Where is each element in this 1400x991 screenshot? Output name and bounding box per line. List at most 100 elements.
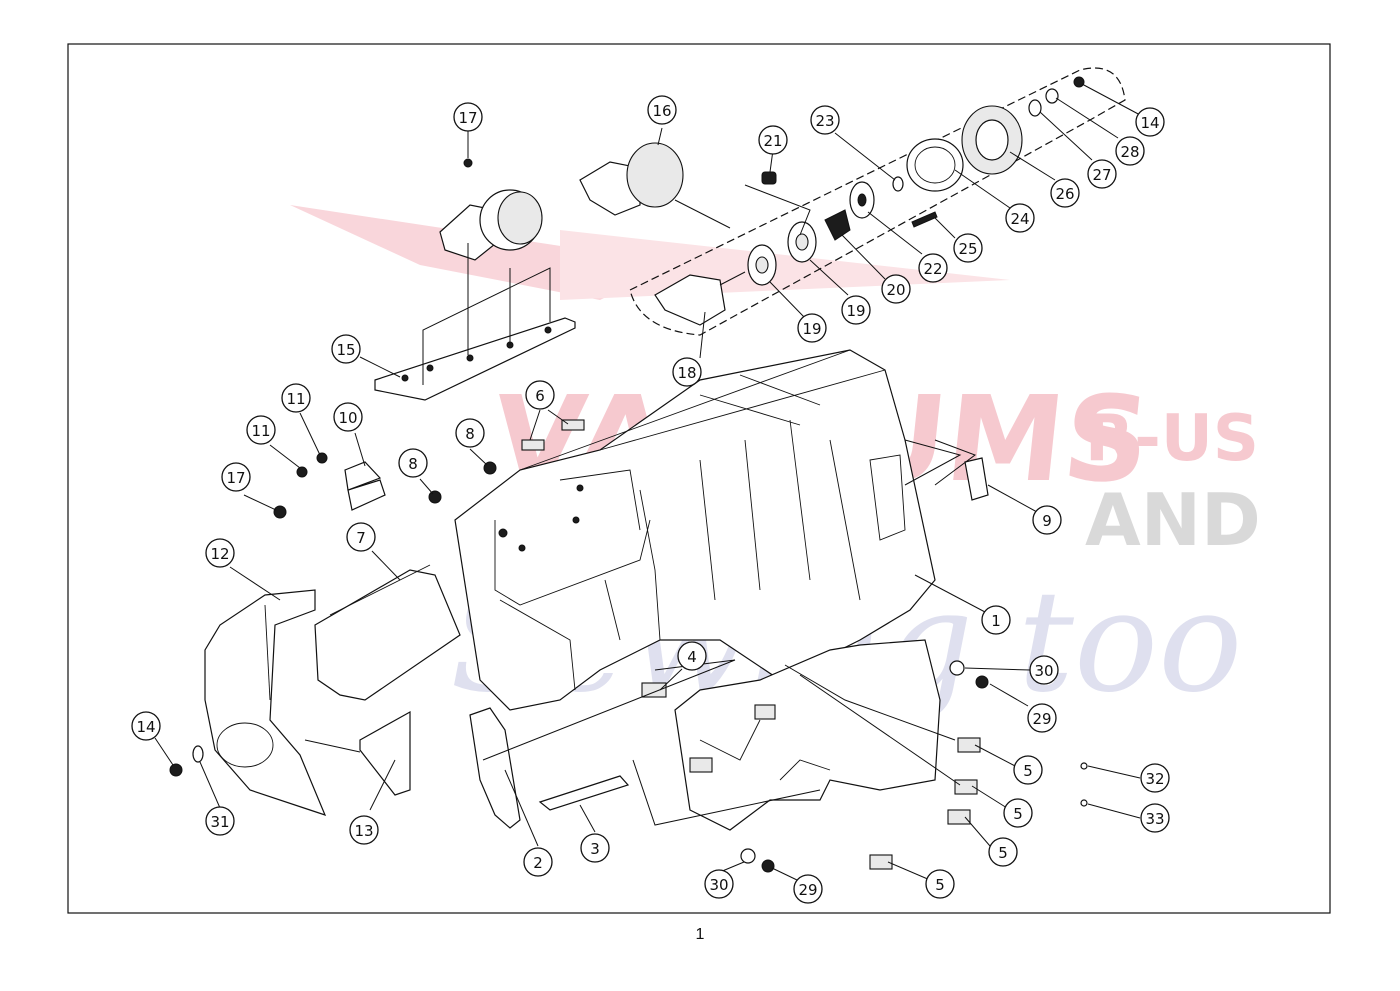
callout-9: 9 — [1032, 505, 1062, 535]
side-bracket-part — [469, 707, 521, 829]
callout-circle — [1050, 178, 1080, 208]
clip-part-4 — [641, 682, 667, 698]
washer-part-30a — [949, 660, 965, 676]
latch-part — [964, 457, 989, 501]
callout-4: 4 — [677, 641, 707, 671]
washer-part-31 — [192, 745, 204, 763]
callout-labels: 1234555567889101111121314141516171718191… — [131, 95, 1170, 904]
callout-12: 12 — [205, 538, 235, 568]
callout-25: 25 — [953, 233, 983, 263]
callout-number: 19 — [846, 302, 865, 320]
callout-number: 4 — [687, 648, 697, 666]
callout-circle — [453, 102, 483, 132]
callout-number: 8 — [408, 455, 418, 473]
side-cover-part — [204, 589, 327, 816]
callout-circle — [205, 538, 235, 568]
callout-circle — [810, 105, 840, 135]
callout-28: 28 — [1115, 136, 1145, 166]
callout-8: 8 — [398, 448, 428, 478]
callout-5: 5 — [925, 869, 955, 899]
callout-23: 23 — [810, 105, 840, 135]
screw-part-29b — [761, 859, 775, 873]
callout-17: 17 — [453, 102, 483, 132]
pin-part — [911, 211, 938, 228]
callout-circle — [346, 522, 376, 552]
callout-19: 19 — [841, 295, 871, 325]
callout-number: 32 — [1145, 770, 1164, 788]
callout-33: 33 — [1140, 803, 1170, 833]
callout-circle — [1140, 803, 1170, 833]
callout-circle — [331, 334, 361, 364]
callout-number: 33 — [1145, 810, 1164, 828]
callout-number: 16 — [652, 102, 671, 120]
screw-part-11b — [296, 466, 308, 478]
callout-circle — [221, 462, 251, 492]
callout-circle — [1027, 703, 1057, 733]
watermark-brand-line-2a: R-US — [1085, 402, 1259, 476]
callout-27: 27 — [1087, 159, 1117, 189]
callout-10: 10 — [333, 402, 363, 432]
clip-part-5d — [869, 854, 893, 870]
callout-number: 8 — [465, 425, 475, 443]
callout-16: 16 — [647, 95, 677, 125]
watermark-brand-line-2b: AND — [1085, 478, 1261, 562]
callout-number: 5 — [998, 844, 1008, 862]
clip-part-6b — [561, 419, 585, 431]
callout-14: 14 — [1135, 107, 1165, 137]
filter-pad-part — [314, 564, 461, 701]
cone-part — [824, 209, 851, 241]
callout-30: 30 — [704, 869, 734, 899]
callout-29: 29 — [793, 874, 823, 904]
callout-circle — [981, 605, 1011, 635]
small-plate-part — [359, 710, 411, 796]
page-number: 1 — [695, 926, 705, 943]
callout-19: 19 — [797, 313, 827, 343]
callout-number: 6 — [535, 387, 545, 405]
callout-1: 1 — [981, 605, 1011, 635]
callout-7: 7 — [346, 522, 376, 552]
callout-circle — [525, 380, 555, 410]
callout-30: 30 — [1029, 655, 1059, 685]
callout-2: 2 — [523, 847, 553, 877]
clip-part-5a — [957, 737, 981, 753]
callout-14: 14 — [131, 711, 161, 741]
screw-part-29a — [975, 675, 989, 689]
callout-circle — [647, 95, 677, 125]
callout-number: 18 — [677, 364, 696, 382]
callout-circle — [131, 711, 161, 741]
callout-circle — [672, 357, 702, 387]
callout-number: 12 — [210, 545, 229, 563]
callout-number: 7 — [356, 529, 366, 547]
callout-circle — [841, 295, 871, 325]
callout-18: 18 — [672, 357, 702, 387]
callout-number: 29 — [798, 881, 817, 899]
callout-13: 13 — [349, 815, 379, 845]
callout-6: 6 — [525, 380, 555, 410]
callout-circle — [580, 833, 610, 863]
callout-8: 8 — [455, 418, 485, 448]
spacer-part — [1028, 99, 1042, 117]
callout-circle — [925, 869, 955, 899]
callout-circle — [455, 418, 485, 448]
gear-bracket-part — [654, 274, 726, 326]
callout-circle — [797, 313, 827, 343]
callout-26: 26 — [1050, 178, 1080, 208]
diagram-frame — [67, 43, 1331, 914]
callout-number: 24 — [1010, 210, 1029, 228]
callout-number: 10 — [338, 409, 357, 427]
mount-bracket-part — [347, 479, 386, 511]
base-plate-part — [674, 639, 941, 831]
rail-part — [538, 775, 630, 811]
callout-circle — [677, 641, 707, 671]
screw-part-11a — [316, 452, 328, 464]
callout-circle — [1140, 763, 1170, 793]
callout-circle — [1029, 655, 1059, 685]
callout-circle — [1087, 159, 1117, 189]
callout-circle — [1003, 798, 1033, 828]
callout-circle — [704, 869, 734, 899]
callout-number: 13 — [354, 822, 373, 840]
callout-17: 17 — [221, 462, 251, 492]
callout-circle — [1032, 505, 1062, 535]
callout-number: 20 — [886, 281, 905, 299]
